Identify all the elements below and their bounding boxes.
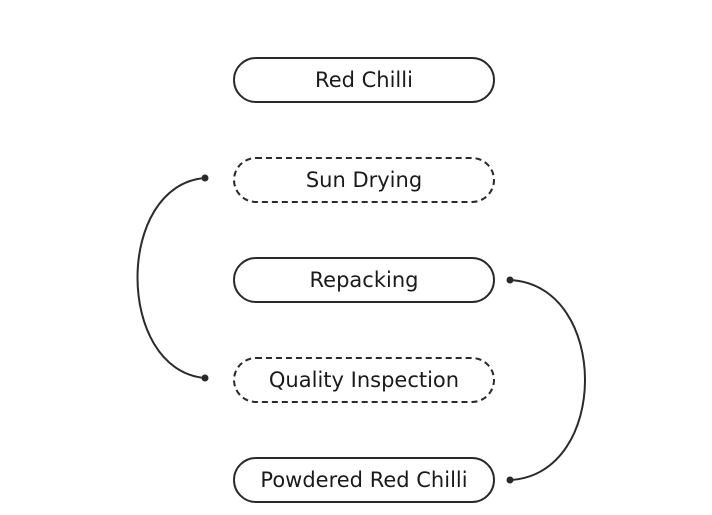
connector-left-end-dot (201, 374, 209, 382)
node-sun-drying[interactable]: Sun Drying (233, 157, 495, 203)
connector-left (136, 177, 206, 379)
node-powdered-red-chilli[interactable]: Powdered Red Chilli (233, 457, 495, 503)
node-label: Repacking (309, 268, 419, 292)
node-label: Red Chilli (315, 68, 413, 92)
node-label: Quality Inspection (268, 368, 460, 392)
node-repacking[interactable]: Repacking (233, 257, 495, 303)
node-label: Sun Drying (305, 168, 423, 192)
node-label: Powdered Red Chilli (260, 468, 468, 492)
node-red-chilli[interactable]: Red Chilli (233, 57, 495, 103)
connector-right-end-dot (506, 476, 514, 484)
connector-left-start-dot (201, 174, 209, 182)
connector-right (509, 279, 586, 481)
connector-right-start-dot (506, 276, 514, 284)
node-quality-inspection[interactable]: Quality Inspection (233, 357, 495, 403)
